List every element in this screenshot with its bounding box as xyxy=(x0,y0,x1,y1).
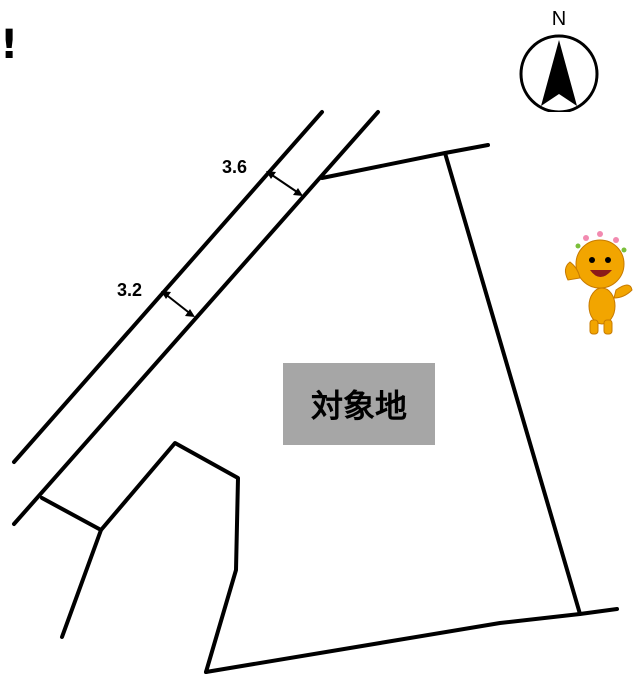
boundary-east xyxy=(443,151,582,616)
boundary-southwest xyxy=(60,528,103,639)
double-arrow-icon xyxy=(161,291,195,317)
road-width-label-lower: 3.2 xyxy=(117,280,143,300)
boundary-west xyxy=(40,441,240,674)
boundary-south xyxy=(204,607,619,674)
double-arrow-icon xyxy=(266,171,303,196)
target-plot-label: 対象地 xyxy=(283,363,435,445)
road-edge-inner xyxy=(12,110,380,526)
road-width-label-upper: 3.6 xyxy=(222,157,248,177)
mascot-icon xyxy=(560,228,635,338)
road-edge-outer xyxy=(12,110,324,464)
header-mark: ! xyxy=(0,22,19,68)
north-label: N xyxy=(551,8,567,30)
north-arrow-icon: N xyxy=(517,8,601,112)
